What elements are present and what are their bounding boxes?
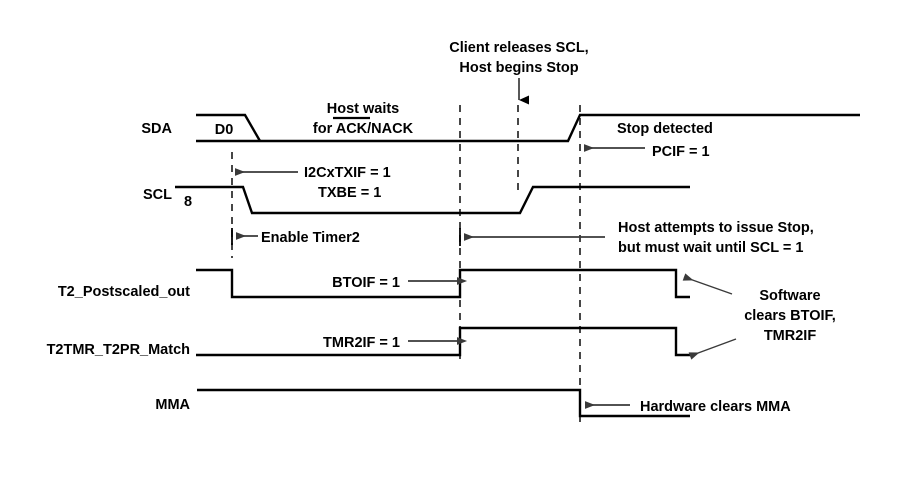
scl-trace: [175, 185, 690, 215]
annotation-client-releases-line2: Host begins Stop: [459, 60, 578, 76]
waveform-t2tmr-t2pr-match: [196, 326, 690, 357]
signal-label-t2tmr-t2pr-match: T2TMR_T2PR_Match: [47, 342, 190, 358]
t2tmr-match-trace: [196, 326, 690, 357]
leader-software-clears-btoif: [682, 273, 733, 295]
sda-bus-top: [196, 113, 262, 142]
annotation-software-clears-line1: Software: [759, 288, 820, 304]
mma-trace: [197, 388, 690, 418]
annotation-software-clears-line2: clears BTOIF,: [744, 308, 836, 324]
waveform-scl: [175, 185, 690, 215]
waveform-t2-postscaled-out: [196, 268, 690, 299]
waveform-sda: [196, 113, 860, 143]
annotation-software-clears-line3: TMR2IF: [764, 328, 817, 344]
annotation-enable-timer2: Enable Timer2: [261, 230, 360, 246]
leader-software-clears-tmr2if: [688, 338, 737, 360]
signal-label-mma: MMA: [155, 397, 190, 413]
bus-value-sda-d0: D0: [215, 122, 234, 138]
annotation-tmr2if: TMR2IF = 1: [323, 335, 400, 351]
sda-bus-bottom: [196, 113, 860, 143]
annotation-host-waits-line1: Host waits: [327, 101, 400, 117]
annotation-btoif: BTOIF = 1: [332, 275, 400, 291]
annotation-stop-detected-line1: Stop detected: [617, 121, 713, 137]
annotation-hardware-clears-mma: Hardware clears MMA: [640, 399, 791, 415]
annotation-host-attempts-line2: but must wait until SCL = 1: [618, 240, 803, 256]
annotation-i2cxtxif-line1: I2CxTXIF = 1: [304, 165, 391, 181]
annotation-stop-detected-line2: PCIF = 1: [652, 144, 710, 160]
annotation-client-releases-line1: Client releases SCL,: [449, 40, 588, 56]
annotation-host-attempts-line1: Host attempts to issue Stop,: [618, 220, 814, 236]
t2-postscaled-trace: [196, 268, 690, 299]
annotation-host-waits-line2: for ACK/NACK: [313, 121, 414, 137]
signal-label-t2-postscaled-out: T2_Postscaled_out: [58, 284, 190, 300]
signal-label-scl: SCL: [143, 187, 172, 203]
signal-label-sda: SDA: [141, 121, 172, 137]
bus-value-scl-8: 8: [184, 194, 192, 210]
annotation-i2cxtxif-line2: TXBE = 1: [318, 185, 381, 201]
waveform-mma: [197, 388, 690, 418]
